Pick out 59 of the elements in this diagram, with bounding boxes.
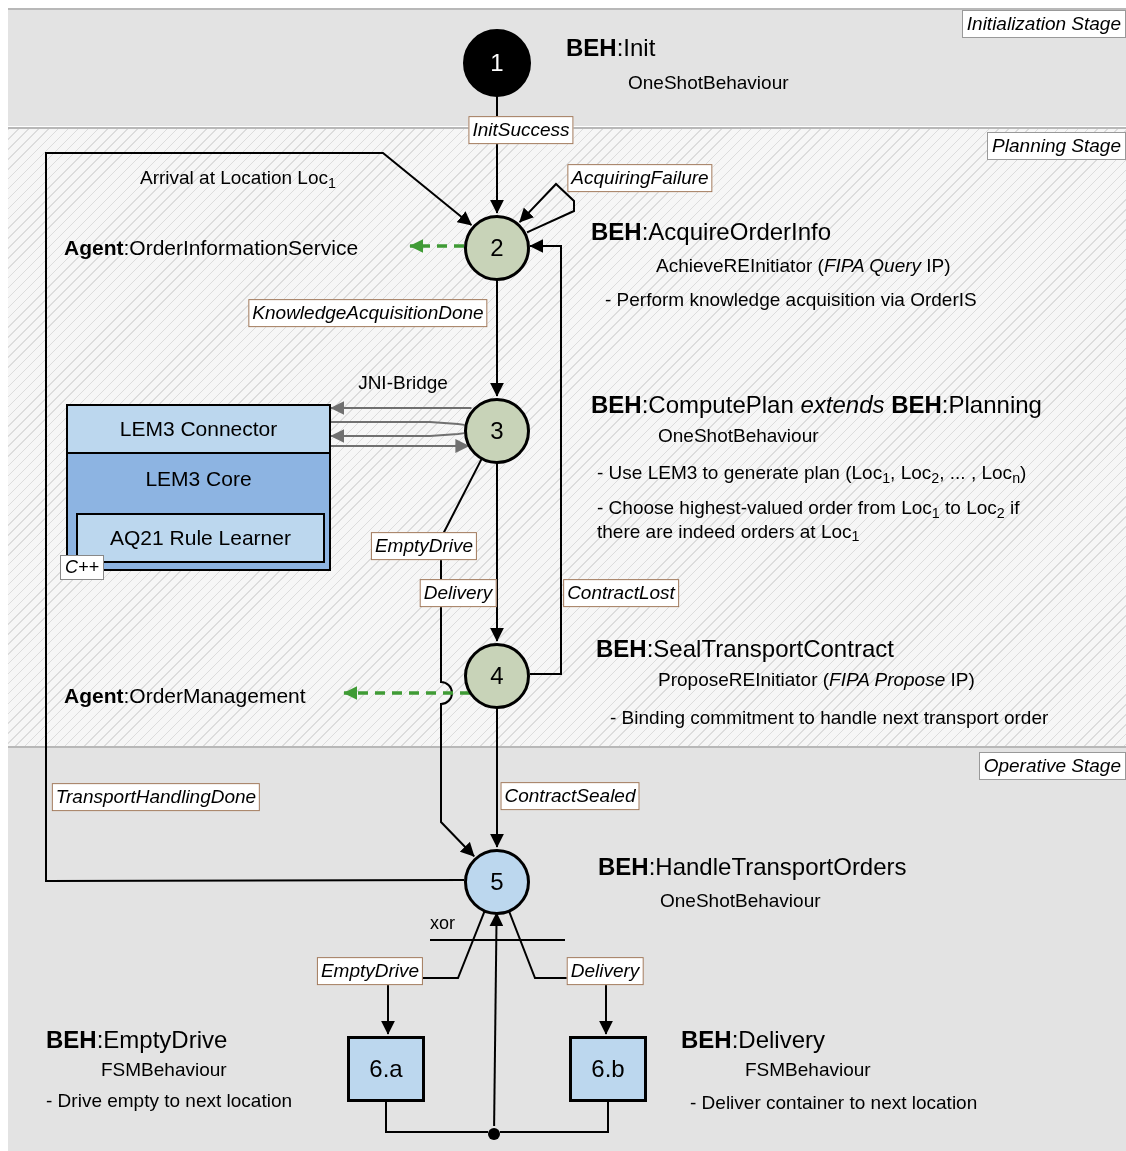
edge-label: TransportHandlingDone	[51, 783, 261, 811]
edge-label: Delivery	[566, 957, 644, 985]
behaviour-type: AchieveREInitiator (FIPA Query IP)	[656, 254, 951, 278]
connector-line	[330, 421, 466, 426]
arrow	[409, 239, 464, 253]
behaviour-title: BEH:Delivery	[681, 1025, 826, 1055]
arrow	[330, 429, 466, 443]
connector-line	[385, 1099, 489, 1133]
behaviour-title: BEH:AcquireOrderInfo	[591, 217, 832, 247]
arrow	[489, 912, 504, 1127]
behaviour-type: FSMBehaviour	[745, 1058, 871, 1082]
behaviour-title: BEH:EmptyDrive	[46, 1025, 228, 1055]
edge-label: AcquiringFailure	[567, 164, 713, 192]
edge-label: InitSuccess	[468, 116, 574, 144]
language-tag: C++	[60, 555, 105, 580]
behaviour-title: BEH:Init	[566, 33, 656, 63]
arrow	[45, 152, 473, 882]
edge-label: Delivery	[419, 579, 497, 607]
stage-label: Initialization Stage	[961, 10, 1126, 38]
xor-label: xor	[430, 912, 455, 935]
behaviour-type: ProposeREInitiator (FIPA Propose IP)	[658, 668, 975, 692]
arrow	[330, 439, 470, 453]
behaviour-note: - Drive empty to next location	[46, 1089, 293, 1113]
stage-label: Planning Stage	[987, 132, 1126, 160]
connector-line	[499, 1099, 609, 1133]
behaviour-note: - Binding commitment to handle next transport order	[610, 706, 1049, 730]
arrow	[343, 686, 470, 700]
edge-label: EmptyDrive	[316, 957, 424, 985]
behaviour-type: OneShotBehaviour	[660, 889, 821, 913]
behaviour-note: - Perform knowledge acquisition via OrderIS	[605, 288, 977, 312]
edge-label: ContractSealed	[500, 782, 640, 810]
behaviour-note: - Deliver container to next location	[690, 1091, 978, 1115]
arrow	[490, 278, 504, 397]
arrow	[490, 706, 504, 848]
behaviour-note: - Choose highest-valued order from Loc$_{1}$ to Loc$_{2}$ if there are indeed orders at Loc$_{1}$	[597, 496, 1021, 544]
stage-label: Operative Stage	[978, 752, 1126, 780]
behaviour-type: FSMBehaviour	[101, 1058, 227, 1082]
arrow	[490, 461, 504, 642]
bridge-label: JNI-Bridge	[358, 371, 448, 395]
module-box: LEM3 Connector	[66, 404, 331, 454]
arrow	[330, 401, 473, 415]
state-box: 6.b	[569, 1036, 647, 1102]
edge-label: EmptyDrive	[370, 532, 478, 560]
transition-note: Arrival at Location Loc$_{1}$	[140, 166, 336, 190]
stage-band	[8, 746, 1126, 1151]
behaviour-note: - Use LEM3 to generate plan (Loc$_{1}$, Loc$_{2}$, ... , Loc$_{n}$)	[597, 461, 1027, 485]
arrow	[529, 239, 562, 675]
behaviour-title: BEH:ComputePlan extends BEH:Planning	[591, 390, 1042, 420]
behaviour-title: BEH:HandleTransportOrders	[598, 852, 907, 882]
behaviour-type: OneShotBehaviour	[628, 71, 789, 95]
agent-label: Agent:OrderInformationService	[64, 232, 410, 264]
state-box: 6.a	[347, 1036, 425, 1102]
arrow	[440, 457, 483, 858]
behaviour-title: BEH:SealTransportContract	[596, 634, 894, 664]
arrow	[518, 182, 575, 234]
edge-label: ContractLost	[563, 579, 679, 607]
behaviour-type: OneShotBehaviour	[658, 424, 819, 448]
agent-label: Agent:OrderManagement	[64, 680, 344, 712]
edge-label: KnowledgeAcquisitionDone	[248, 299, 488, 327]
